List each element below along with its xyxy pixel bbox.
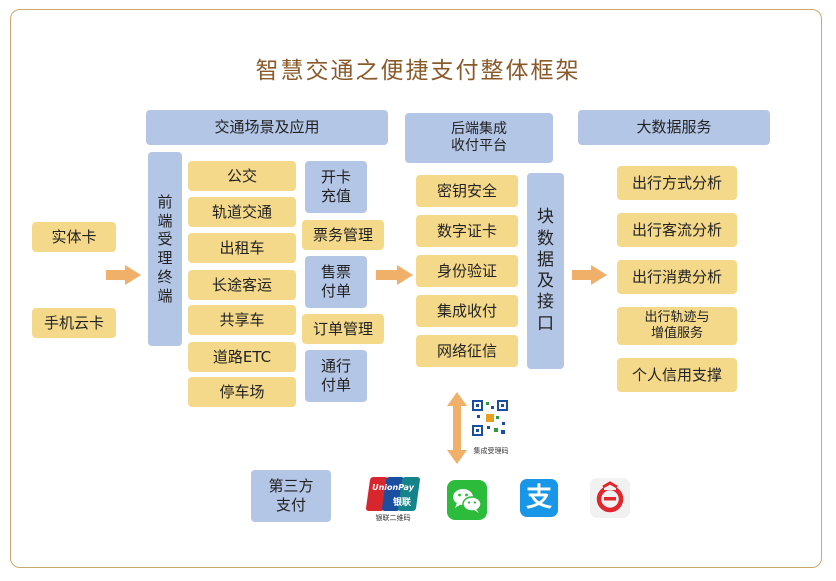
analytics-trajectory: 出行轨迹与 增值服务 [617,307,737,345]
double-arrow-icon [447,392,467,464]
scene-sharecar: 共享车 [188,305,296,335]
qr-code-label: 集成受理码 [473,447,509,455]
scene-bus: 公交 [188,161,296,191]
service-ticketing: 票务管理 [302,220,384,250]
service-sale: 售票 付单 [305,256,367,308]
third-party-payment: 第三方 支付 [251,470,331,522]
scene-coach: 长途客运 [188,270,296,300]
service-orders: 订单管理 [302,314,384,344]
scene-etc: 道路ETC [188,342,296,372]
alipay-icon: 支 [520,479,558,517]
card-physical: 实体卡 [32,222,116,252]
page-title: 智慧交通之便捷支付整体框架 [255,58,581,84]
qr-code-icon [472,400,508,436]
header-scenes: 交通场景及应用 [146,110,388,145]
unionpay-cn: 银联 [392,498,411,508]
analytics-mode: 出行方式分析 [617,166,737,200]
scene-rail: 轨道交通 [188,197,296,227]
service-open-card: 开卡 充值 [305,161,367,213]
front-terminal: 前 端 受 理 终 端 [148,152,182,346]
header-backend: 后端集成 收付平台 [405,113,553,163]
platform-identity: 身份验证 [416,255,518,287]
header-bigdata: 大数据服务 [578,110,770,145]
analytics-credit: 个人信用支撑 [617,358,737,392]
quickpass-icon [590,478,630,518]
wechat-icon [447,480,487,520]
unionpay-logo: UnionPay 银联 [365,477,421,511]
service-toll: 通行 付单 [305,350,367,402]
unionpay-text: UnionPay [372,483,414,492]
platform-credit: 网络征信 [416,335,518,367]
platform-digital-cert: 数字证卡 [416,215,518,247]
platform-key-security: 密钥安全 [416,175,518,207]
platform-payment: 集成收付 [416,295,518,327]
scene-taxi: 出租车 [188,233,296,263]
analytics-flow: 出行客流分析 [617,213,737,247]
scene-parking: 停车场 [188,377,296,407]
alipay-glyph: 支 [525,483,552,513]
card-mobile-cloud: 手机云卡 [32,308,116,338]
unionpay-caption: 银联二维码 [375,514,411,522]
analytics-spending: 出行消费分析 [617,260,737,294]
blockchain-interface: 块 数 据 及 接 口 [527,173,564,369]
